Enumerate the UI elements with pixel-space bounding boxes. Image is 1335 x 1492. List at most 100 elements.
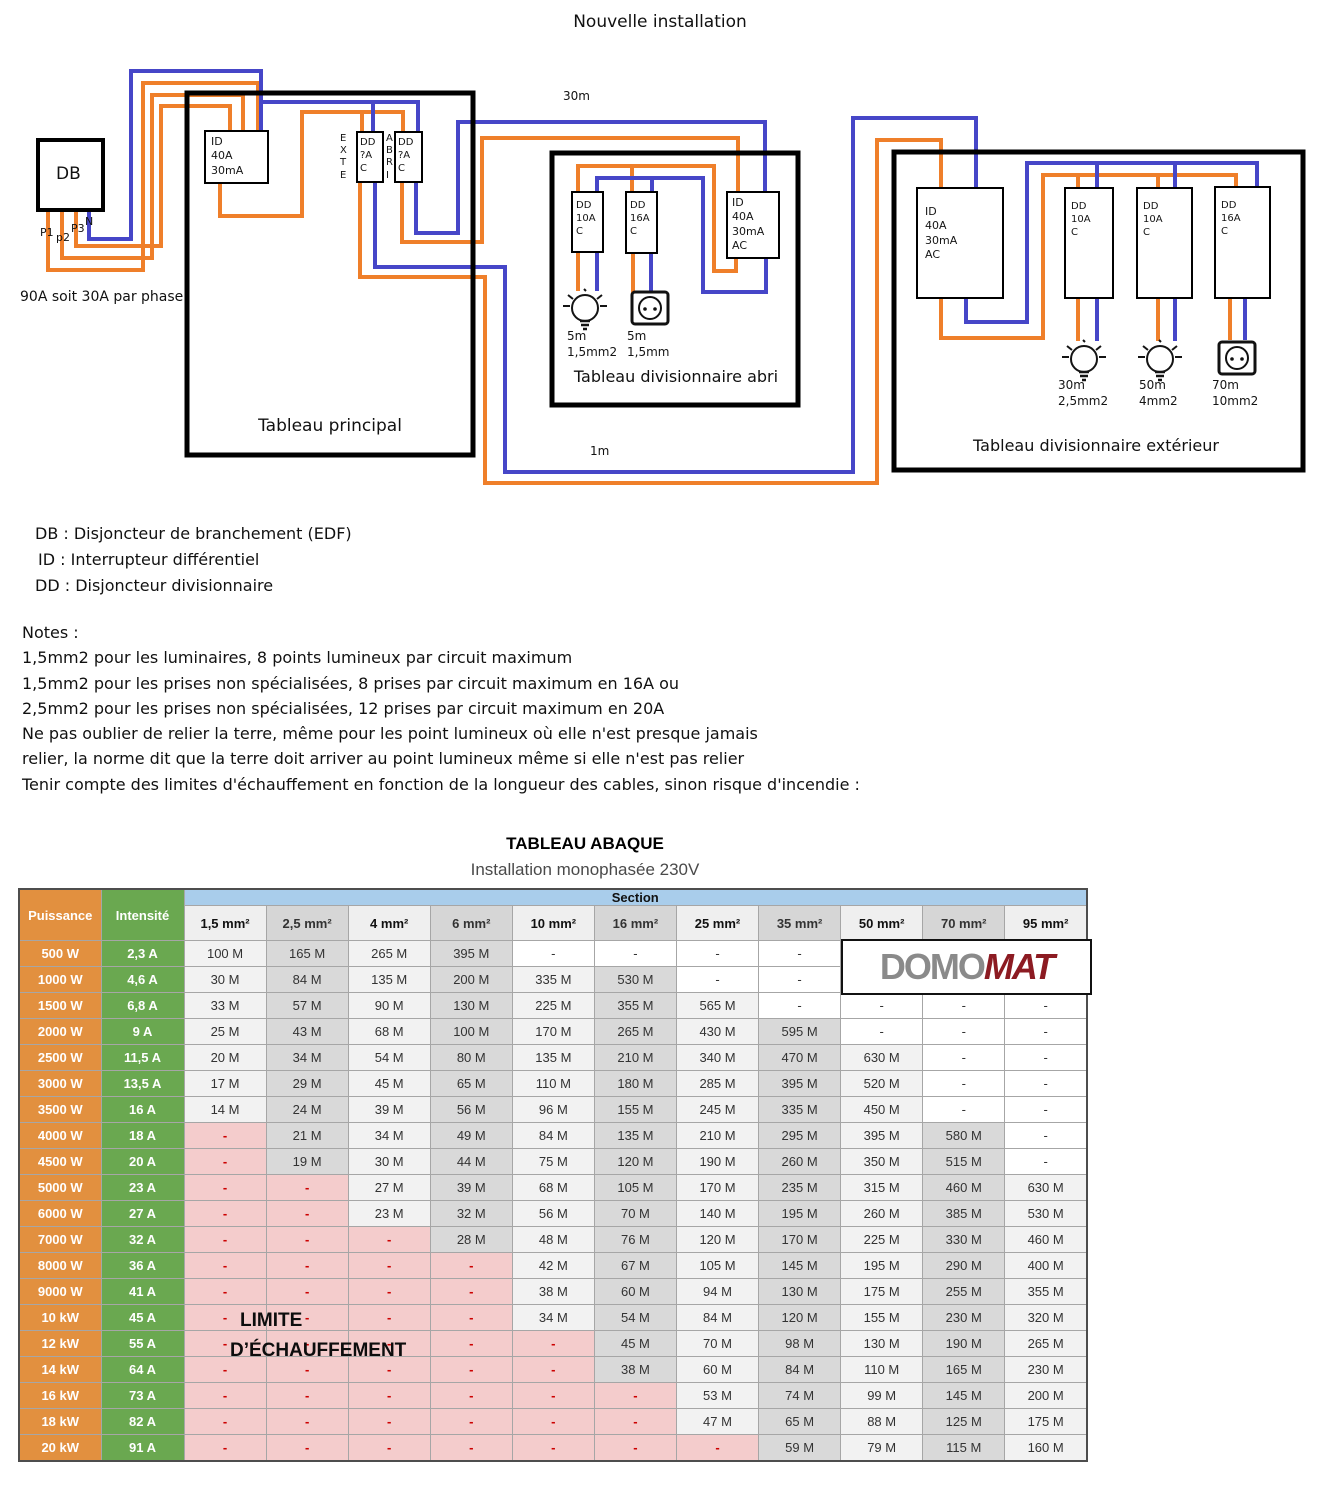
- length-cell: 460 M: [922, 1174, 1006, 1201]
- length-cell: 225 M: [511, 992, 595, 1019]
- length-cell: 195 M: [758, 1200, 842, 1227]
- length-cell: 84 M: [675, 1304, 760, 1331]
- length-cell: 110 M: [840, 1356, 924, 1383]
- length-cell: 32 M: [429, 1200, 513, 1227]
- length-cell: 84 M: [265, 966, 349, 993]
- length-cell: 120 M: [758, 1304, 842, 1331]
- length-cell: -: [593, 940, 677, 967]
- tableau-abri-box: [549, 150, 801, 408]
- abri-circuit2-label: 5m 1,5mm: [627, 329, 670, 359]
- tableau-exterieur-title: Tableau divisionnaire extérieur: [973, 436, 1219, 455]
- length-cell: -: [347, 1278, 431, 1305]
- length-cell: 38 M: [593, 1356, 677, 1383]
- length-cell: 45 M: [347, 1070, 431, 1097]
- length-cell: 210 M: [593, 1044, 677, 1071]
- power-cell: 3000 W: [18, 1070, 102, 1097]
- section-col-header: 4 mm²: [347, 905, 431, 941]
- length-cell: -: [1004, 1122, 1088, 1149]
- length-cell: -: [922, 1070, 1006, 1097]
- length-cell: -: [265, 1356, 349, 1383]
- length-cell: 430 M: [675, 1018, 760, 1045]
- note-line: relier, la norme dit que la terre doit a…: [22, 749, 745, 769]
- length-cell: 65 M: [429, 1070, 513, 1097]
- length-cell: 88 M: [840, 1408, 924, 1435]
- length-cell: -: [511, 1356, 595, 1383]
- power-cell: 6000 W: [18, 1200, 102, 1227]
- logo-text-mat: MAT: [983, 946, 1055, 987]
- length-cell: 630 M: [840, 1044, 924, 1071]
- wire-run-ext: [358, 138, 943, 485]
- power-cell: 2000 W: [18, 1018, 102, 1045]
- ext-circuit1-label: 30m 2,5mm2: [1058, 378, 1109, 408]
- length-cell: -: [265, 1304, 349, 1331]
- length-cell: -: [265, 1252, 349, 1279]
- length-cell: 135 M: [347, 966, 431, 993]
- section-col-header: 10 mm²: [511, 905, 595, 941]
- wire-ext-bus: [939, 173, 1238, 340]
- wire-p3: [74, 104, 232, 248]
- abri-dd1-module: [571, 191, 604, 253]
- terminal-n: N: [85, 215, 94, 228]
- length-cell: 170 M: [511, 1018, 595, 1045]
- length-cell: -: [675, 966, 760, 993]
- length-cell: 285 M: [675, 1070, 760, 1097]
- length-cell: 225 M: [840, 1226, 924, 1253]
- length-cell: 135 M: [511, 1044, 595, 1071]
- length-cell: 54 M: [347, 1044, 431, 1071]
- length-cell: 630 M: [1004, 1174, 1088, 1201]
- length-cell: 530 M: [593, 966, 677, 993]
- legend-dd: DD : Disjoncteur divisionnaire: [35, 576, 274, 595]
- length-cell: 17 M: [183, 1070, 267, 1097]
- intensity-cell: 18 A: [100, 1122, 185, 1149]
- length-cell: 21 M: [265, 1122, 349, 1149]
- length-cell: -: [183, 1148, 267, 1175]
- length-cell: -: [1004, 1070, 1088, 1097]
- length-cell: 53 M: [675, 1382, 760, 1409]
- section-header: Section: [183, 888, 1088, 906]
- length-cell: -: [758, 940, 842, 967]
- db-box: [36, 138, 105, 212]
- length-cell: 105 M: [675, 1252, 760, 1279]
- intensity-cell: 4,6 A: [100, 966, 185, 993]
- length-cell: -: [429, 1330, 513, 1357]
- length-cell: 68 M: [511, 1174, 595, 1201]
- length-cell: 125 M: [922, 1408, 1006, 1435]
- length-cell: -: [429, 1382, 513, 1409]
- power-cell: 16 kW: [18, 1382, 102, 1409]
- phase-wires: [46, 81, 1238, 485]
- legend-db: DB : Disjoncteur de branchement (EDF): [35, 524, 352, 543]
- length-cell: -: [183, 1382, 267, 1409]
- length-cell: 190 M: [675, 1148, 760, 1175]
- length-cell: 14 M: [183, 1096, 267, 1123]
- length-cell: 99 M: [840, 1382, 924, 1409]
- length-cell: -: [265, 1434, 349, 1461]
- length-cell: 145 M: [922, 1382, 1006, 1409]
- length-cell: 115 M: [922, 1434, 1006, 1461]
- length-cell: -: [1004, 1096, 1088, 1123]
- light-bulb-icon: [561, 287, 609, 331]
- length-cell: 320 M: [1004, 1304, 1088, 1331]
- length-cell: -: [675, 940, 760, 967]
- terminal-p1: P1: [40, 226, 54, 239]
- length-cell: 34 M: [511, 1304, 595, 1331]
- length-cell: -: [265, 1330, 349, 1357]
- length-cell: 130 M: [429, 992, 513, 1019]
- length-cell: -: [1004, 1018, 1088, 1045]
- length-cell: 165 M: [922, 1356, 1006, 1383]
- abri-circuit1-label: 5m 1,5mm2: [567, 329, 618, 359]
- length-cell: 145 M: [758, 1252, 842, 1279]
- ext-dd1-module: [1064, 187, 1114, 299]
- length-cell: -: [1004, 1148, 1088, 1175]
- length-cell: 30 M: [347, 1148, 431, 1175]
- length-cell: -: [183, 1122, 267, 1149]
- length-cell: 530 M: [1004, 1200, 1088, 1227]
- power-column-header: Puissance: [18, 888, 102, 941]
